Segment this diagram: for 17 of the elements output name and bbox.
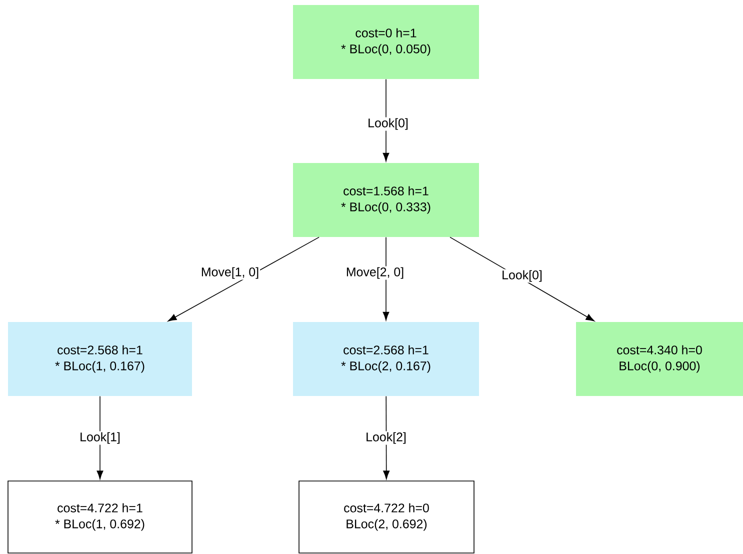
arrow bbox=[168, 236, 320, 322]
edge-label: Look[2] bbox=[364, 431, 408, 445]
edge-label: Move[2, 0] bbox=[344, 266, 406, 280]
state-box: cost=2.568 h=1 * BLoc(2, 0.167) bbox=[293, 322, 479, 396]
arrow bbox=[382, 236, 390, 320]
arrow bbox=[96, 396, 104, 480]
edge-label: Move[1, 0] bbox=[200, 266, 260, 280]
state-box: cost=2.568 h=1 * BLoc(1, 0.167) bbox=[8, 322, 192, 396]
state-box: cost=1.568 h=1 * BLoc(0, 0.333) bbox=[293, 163, 479, 237]
edge-label: Look[0] bbox=[366, 117, 410, 131]
state-box: cost=4.340 h=0 BLoc(0, 0.900) bbox=[576, 322, 743, 396]
state-box: cost=4.722 h=1 * BLoc(1, 0.692) bbox=[8, 480, 192, 554]
state-box: cost=0 h=1 * BLoc(0, 0.050) bbox=[293, 5, 479, 79]
state-box: cost=4.722 h=0 BLoc(2, 0.692) bbox=[298, 480, 474, 554]
edge-label: Look[1] bbox=[78, 431, 122, 445]
edge-label: Look[0] bbox=[500, 269, 544, 283]
arrow bbox=[383, 396, 390, 480]
